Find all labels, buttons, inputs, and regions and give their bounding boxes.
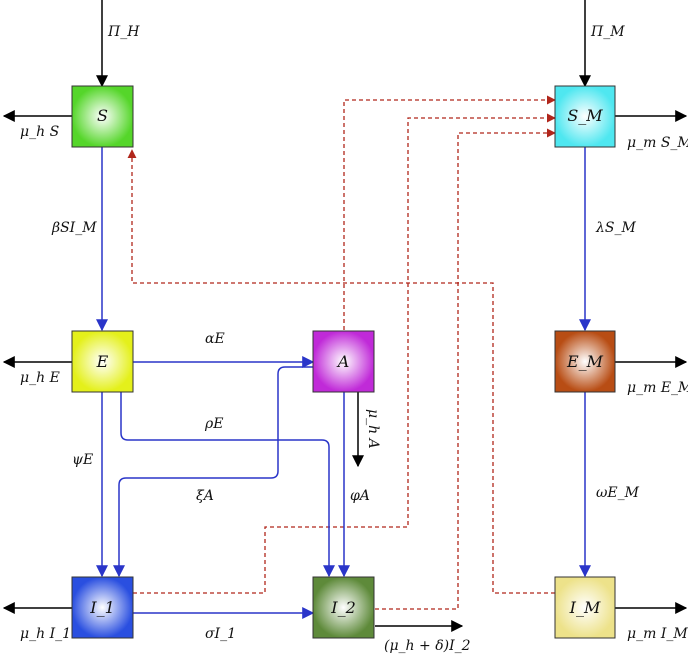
label-mu-delta: (μ_h + δ)I_2 [384, 638, 471, 654]
label-phi: φA [350, 488, 370, 504]
label-mu-h-e: μ_h E [20, 370, 60, 386]
label-alpha: αE [205, 331, 225, 347]
node-i2-label: I_2 [330, 598, 356, 617]
label-pi-m: Π_M [590, 24, 625, 40]
node-e: E [71, 330, 134, 393]
node-s: S [71, 85, 134, 148]
node-sm: S_M [554, 85, 616, 148]
label-mu-h-s: μ_h S [20, 124, 59, 140]
node-a-label: A [336, 352, 350, 371]
label-mu-h-a: μ_h A [365, 409, 381, 449]
arrow-rho [120, 392, 335, 578]
label-lambda: λS_M [595, 220, 636, 236]
arrow-xi [113, 366, 313, 578]
link-i1-to-sm [133, 113, 556, 594]
node-im: I_M [554, 576, 616, 639]
node-em-label: E_M [566, 352, 604, 371]
label-mu-h-i1: μ_h I_1 [20, 626, 71, 642]
node-s-label: S [97, 106, 108, 125]
link-i2-to-sm [375, 128, 556, 610]
label-rho: ρE [204, 416, 223, 432]
node-i1-label: I_1 [89, 598, 115, 617]
label-sigma: σI_1 [205, 626, 236, 642]
node-im-label: I_M [569, 598, 601, 617]
label-mu-m-em: μ_m E_M [627, 380, 688, 396]
label-psi: ψE [72, 452, 93, 468]
label-pi-h: Π_H [107, 24, 140, 40]
label-mu-m-sm: μ_m S_M [627, 135, 688, 151]
label-xi: ξA [196, 488, 214, 504]
node-a: A [312, 330, 375, 393]
label-omega: ωE_M [596, 485, 640, 501]
label-mu-m-im: μ_m I_M [627, 626, 688, 642]
link-im-to-s [127, 149, 555, 594]
label-beta: βSI_M [51, 220, 97, 236]
node-e-label: E [96, 352, 109, 371]
node-sm-label: S_M [567, 106, 603, 125]
node-i1: I_1 [71, 576, 134, 639]
node-em: E_M [554, 330, 616, 393]
node-i2: I_2 [312, 576, 375, 639]
link-a-to-sm [343, 95, 556, 330]
